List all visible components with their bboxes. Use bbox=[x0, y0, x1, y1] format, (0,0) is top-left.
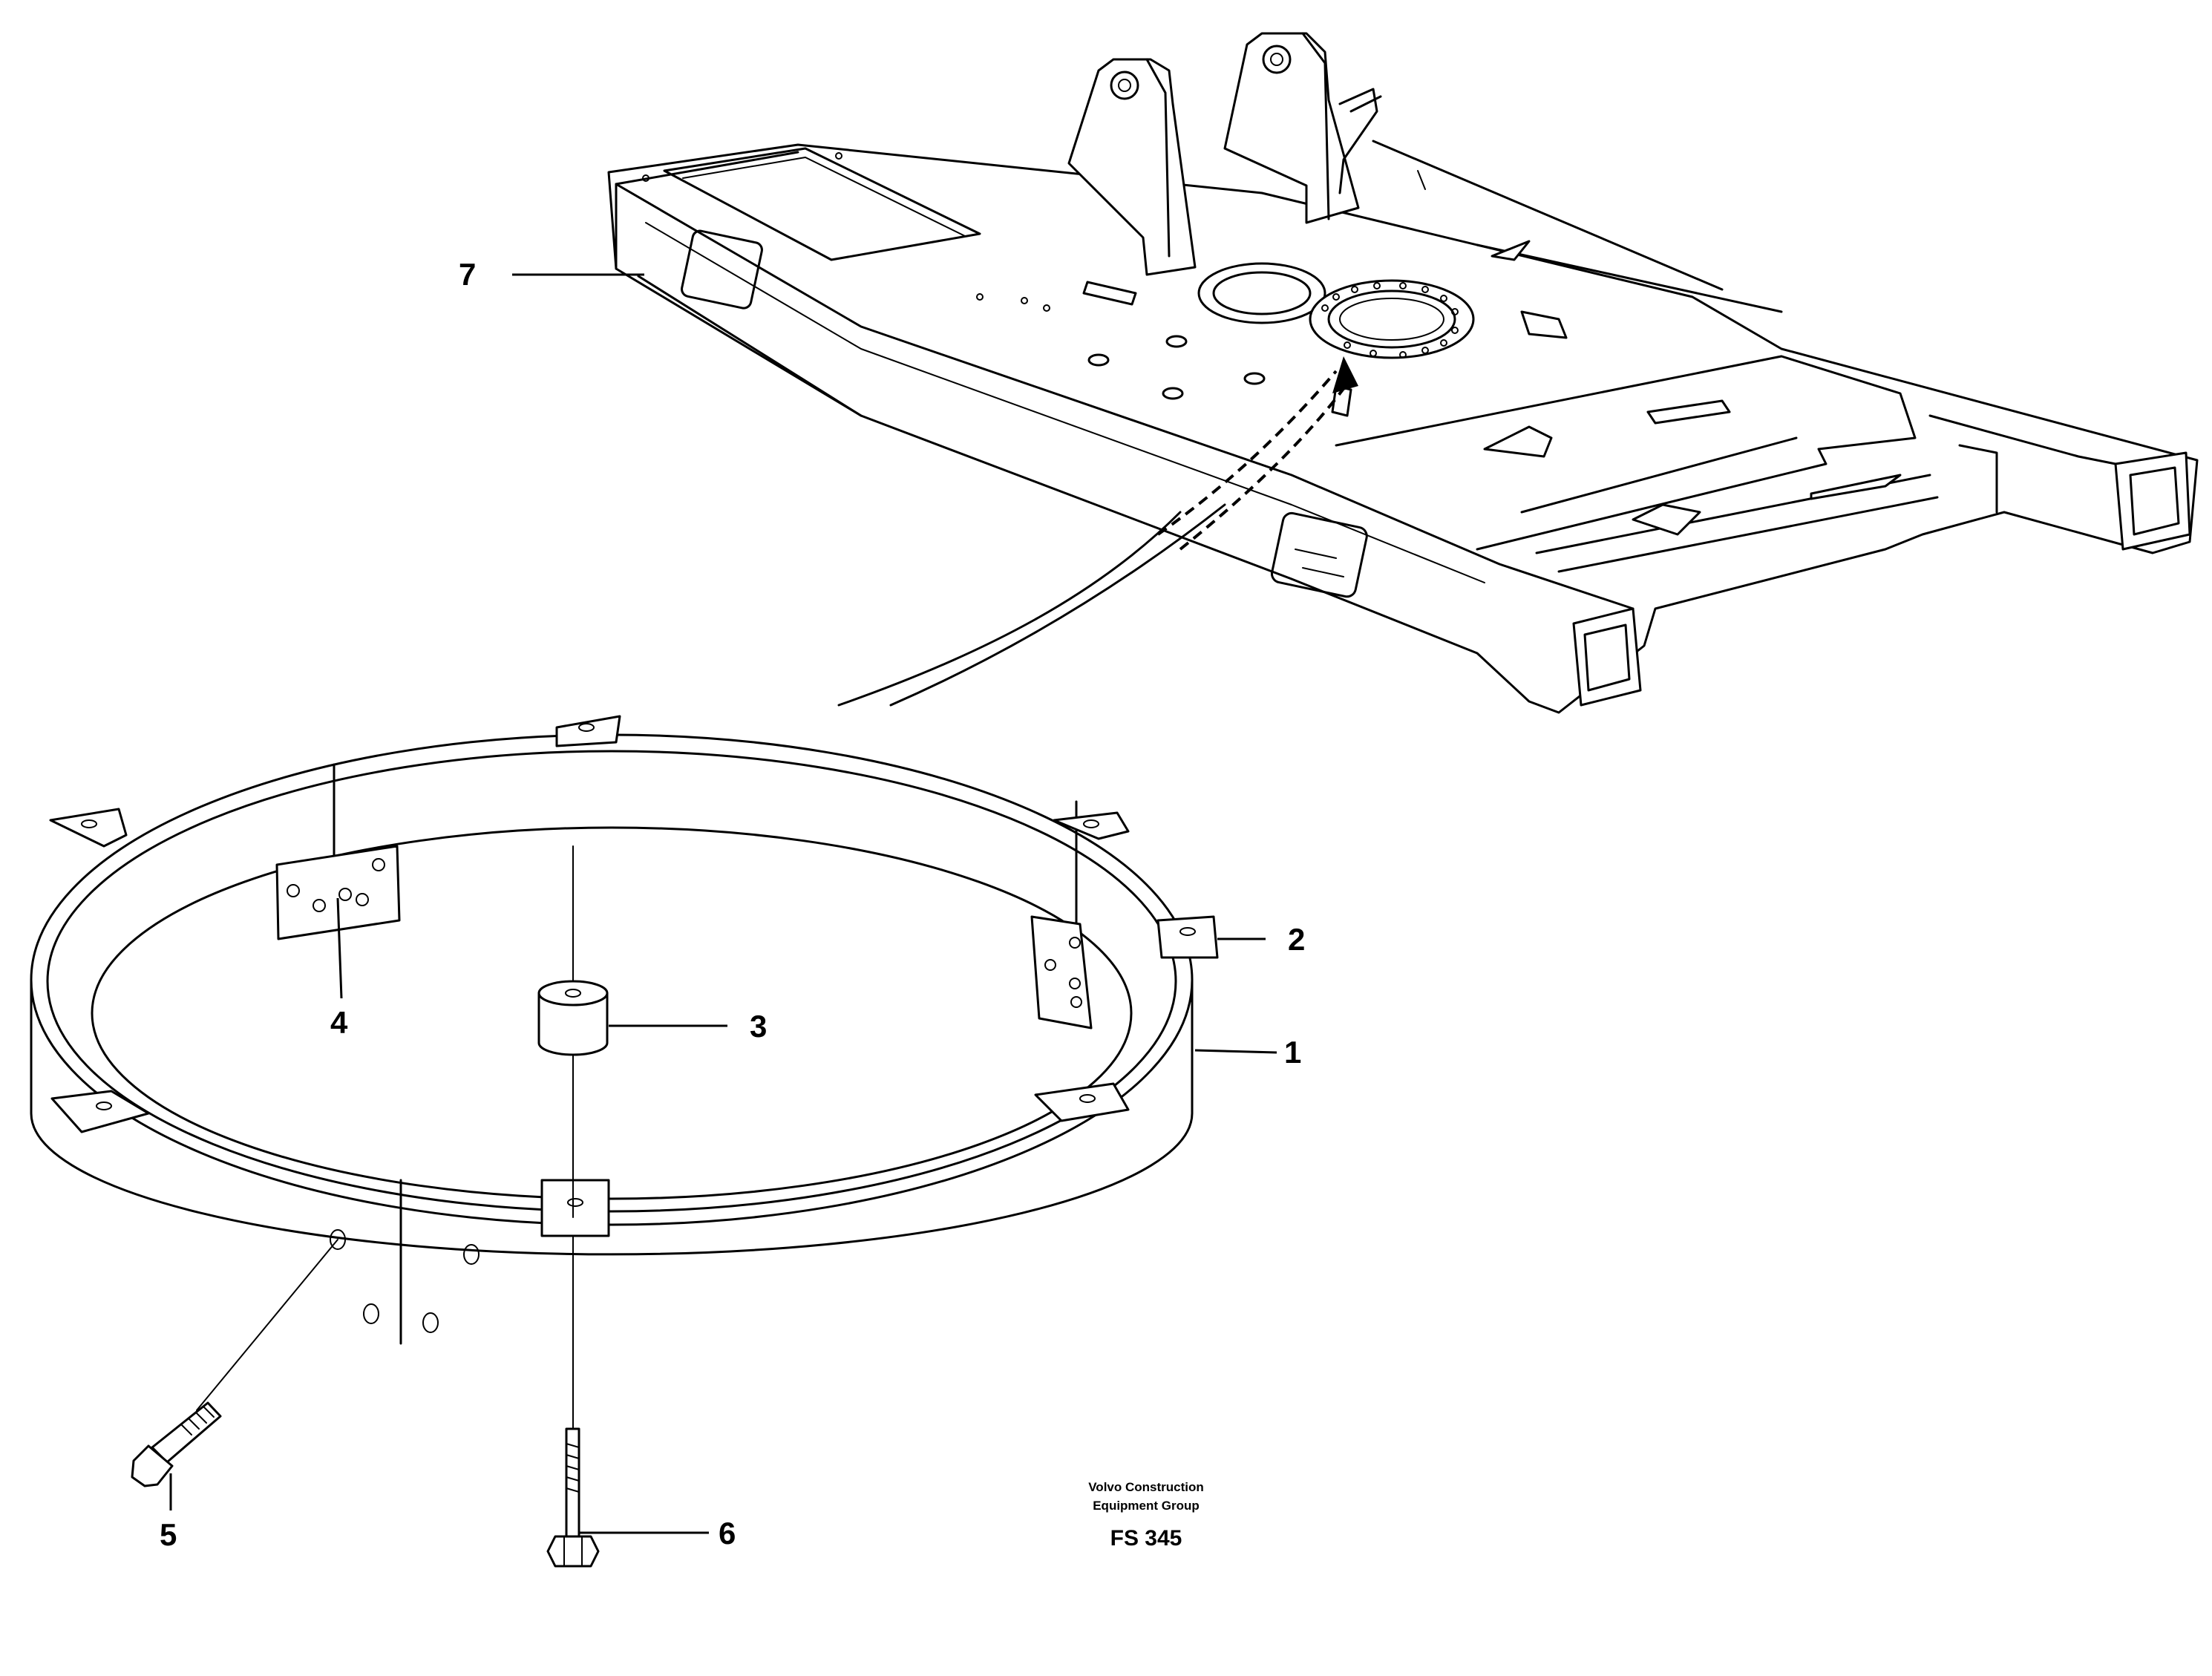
spacer-part-3 bbox=[537, 980, 609, 1056]
callout-3: 3 bbox=[750, 1009, 767, 1044]
assembly-arrow-head bbox=[1332, 356, 1358, 393]
swing-arc-outer bbox=[837, 511, 1182, 707]
ring-bolt-holes bbox=[1321, 282, 1459, 359]
ring-part-1 bbox=[30, 715, 1219, 1345]
callout-6: 6 bbox=[719, 1516, 736, 1551]
bolt-part-6 bbox=[546, 1427, 600, 1568]
plate-right bbox=[1030, 915, 1093, 1030]
upper-frame bbox=[607, 32, 2199, 714]
callout-5: 5 bbox=[160, 1517, 177, 1552]
swing-arc-inner bbox=[889, 503, 1226, 707]
footer-figure-code: FS 345 bbox=[1110, 1526, 1182, 1551]
callout-2: 2 bbox=[1288, 922, 1305, 957]
footer-company-line1: Volvo Construction bbox=[1088, 1480, 1204, 1494]
leader-lines bbox=[169, 273, 1277, 1534]
callout-1: 1 bbox=[1284, 1035, 1301, 1070]
bolt-part-5 bbox=[131, 1239, 338, 1487]
footer-company-line2: Equipment Group bbox=[1093, 1499, 1200, 1513]
callout-4: 4 bbox=[330, 1005, 348, 1040]
plate-part-4 bbox=[275, 845, 401, 940]
assembly-arrow-dashed bbox=[1156, 370, 1338, 536]
callout-7: 7 bbox=[459, 257, 476, 292]
assembly-arrow-dashed-2 bbox=[1179, 377, 1352, 551]
